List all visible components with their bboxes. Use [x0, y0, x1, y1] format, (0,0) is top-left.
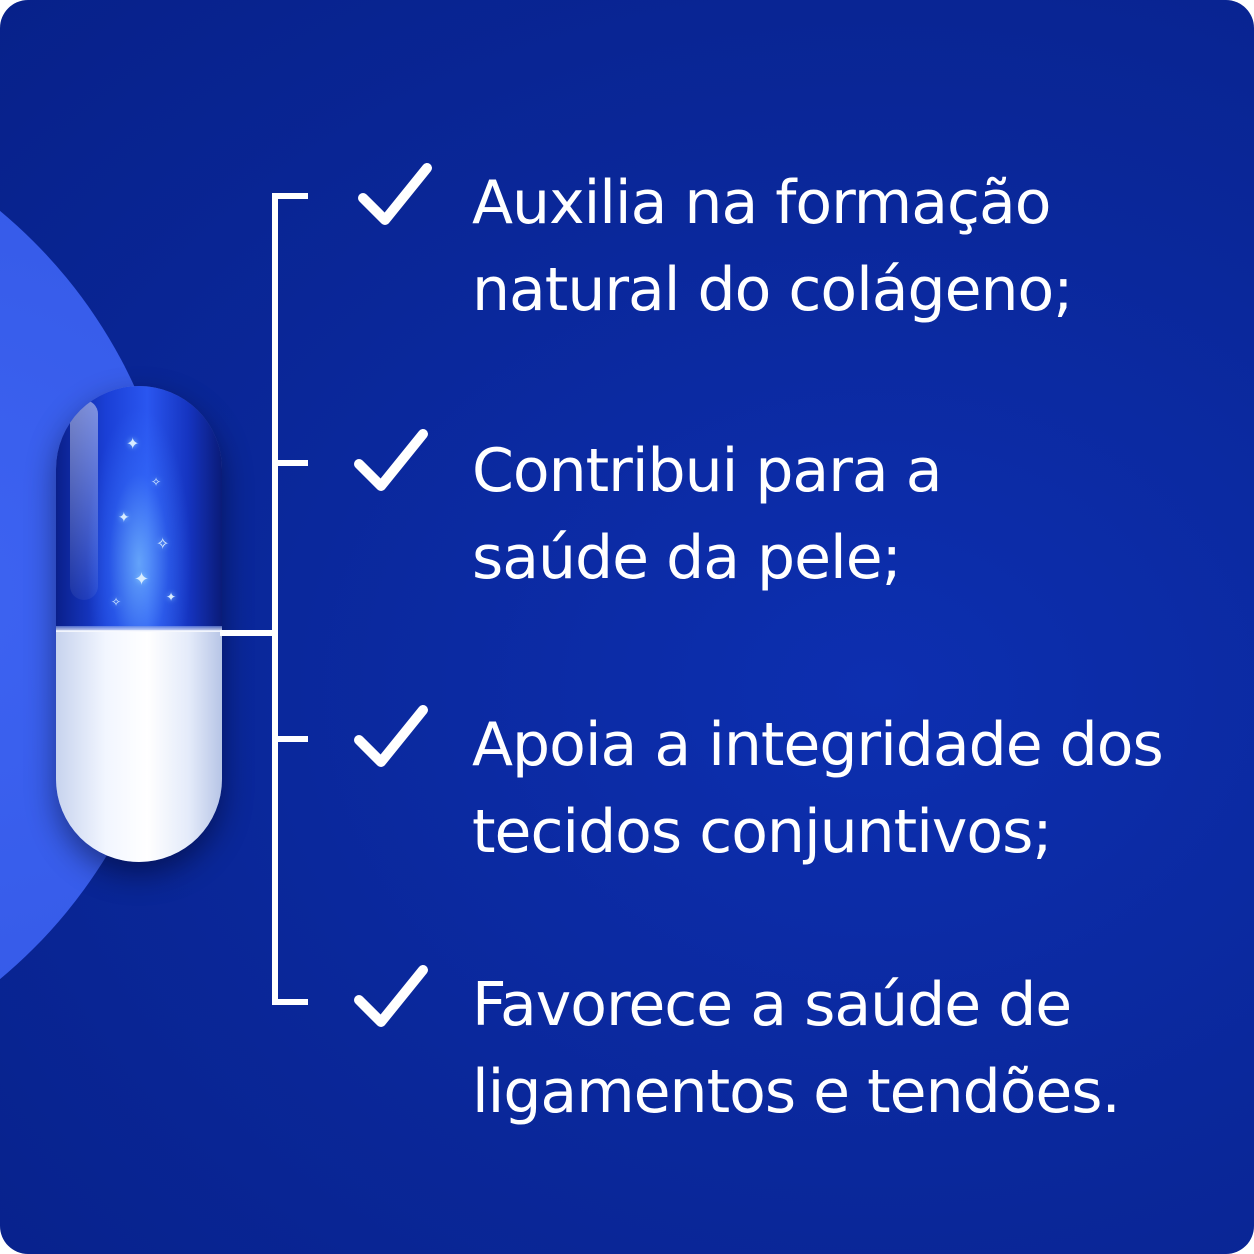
check-icon [358, 163, 432, 225]
capsule-top-half [56, 386, 222, 630]
check-icon [354, 705, 428, 767]
check-icon [354, 429, 428, 491]
sparkle-icon: ✧ [156, 534, 170, 553]
sparkle-icon: ✦ [126, 434, 140, 453]
benefit-text-skin: Contribui para a saúde da pele; [472, 436, 942, 593]
capsule-seam [56, 626, 222, 632]
sparkle-icon: ✧ [151, 475, 162, 489]
bracket-tick-3 [272, 736, 308, 742]
sparkle-icon: ✦ [134, 569, 150, 590]
check-icon [354, 965, 428, 1027]
sparkle-icon: ✧ [111, 595, 122, 609]
sparkle-icon: ✦ [118, 510, 130, 526]
bracket-tick-1 [272, 193, 308, 199]
capsule-illustration: ✦ ✧ ✦ ✧ ✦ ✦ ✧ [56, 386, 222, 862]
capsule-bottom-half [56, 630, 222, 862]
bracket-tick-2 [272, 460, 308, 466]
benefit-text-ligaments: Favorece a saúde de ligamentos e tendões… [472, 970, 1121, 1127]
sparkle-icon: ✦ [166, 590, 177, 604]
bracket-tick-4 [272, 999, 308, 1005]
bracket-vertical [272, 193, 278, 1005]
benefit-text-collagen: Auxilia na formação natural do colágeno; [472, 168, 1073, 325]
connector-horizontal [220, 630, 278, 636]
benefit-text-connective-tissue: Apoia a integridade dos tecidos conjunti… [472, 710, 1164, 867]
